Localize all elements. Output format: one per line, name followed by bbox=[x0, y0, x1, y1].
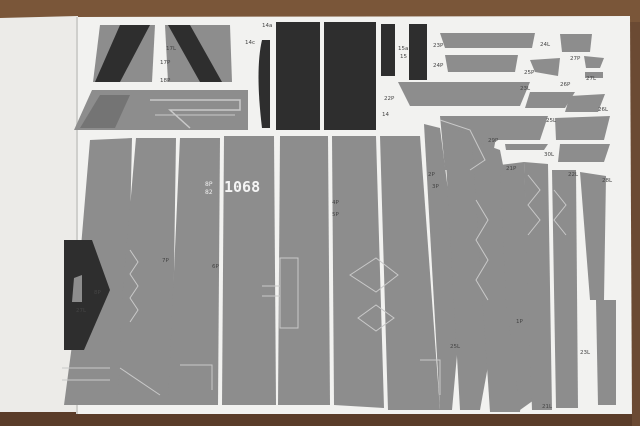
part-label: 14a bbox=[262, 23, 272, 29]
part-label: 14 bbox=[382, 112, 389, 118]
part-label: 23L bbox=[580, 350, 591, 356]
part-label: 27L bbox=[586, 76, 597, 82]
tail-marking-top: 8P bbox=[205, 181, 213, 188]
part-label: 4P bbox=[332, 200, 339, 206]
part-label: 24L bbox=[540, 42, 551, 48]
part-label: 26P bbox=[560, 82, 571, 88]
part-17 bbox=[93, 25, 232, 82]
left-page bbox=[0, 16, 78, 412]
part-label: 3P bbox=[432, 184, 439, 190]
part-label: 18P bbox=[160, 78, 171, 84]
part-label: 24P bbox=[433, 63, 444, 69]
panel-lines bbox=[62, 119, 567, 396]
part-label: 15a bbox=[398, 46, 408, 52]
part-label: 25P bbox=[524, 70, 535, 76]
part-label: 21P bbox=[506, 166, 517, 172]
part-label: 25L bbox=[546, 118, 557, 124]
part-label: 14c bbox=[245, 40, 255, 46]
part-label: 17P bbox=[160, 60, 171, 66]
part-label: 25L bbox=[450, 344, 461, 350]
part-label: 5P bbox=[332, 212, 339, 218]
part-label: 23L bbox=[520, 86, 531, 92]
part-label: 6P bbox=[212, 264, 219, 270]
fuselage-strips bbox=[64, 124, 616, 412]
part-label: 29P bbox=[488, 138, 499, 144]
part-label: 8P bbox=[94, 290, 101, 296]
part-label: 27L bbox=[76, 308, 87, 314]
part-label: 1P bbox=[516, 319, 523, 325]
part-label: 27P bbox=[570, 56, 581, 62]
part-18 bbox=[74, 90, 248, 130]
small-triangle-part bbox=[72, 275, 82, 302]
part-label: 15 bbox=[400, 54, 407, 60]
part-label: 21L bbox=[542, 404, 553, 410]
part-label: 23P bbox=[433, 43, 444, 49]
tail-marking-bottom: 82 bbox=[205, 189, 213, 196]
part-label: 7P bbox=[162, 258, 169, 264]
part-label: 22P bbox=[384, 96, 395, 102]
part-label: 22L bbox=[568, 172, 579, 178]
part-label: 17L bbox=[166, 46, 177, 52]
part-label: 30L bbox=[544, 152, 555, 158]
part-labels: 17L 17P 18P 14a 14c 15a 15 23P 24P 23L 2… bbox=[76, 23, 613, 410]
table-edge bbox=[76, 414, 632, 426]
serial-number: 1068 bbox=[224, 178, 260, 196]
part-label: 28L bbox=[602, 178, 613, 184]
part-label: 2P bbox=[428, 172, 435, 178]
part-14 bbox=[258, 22, 427, 130]
part-label: 26L bbox=[598, 107, 609, 113]
